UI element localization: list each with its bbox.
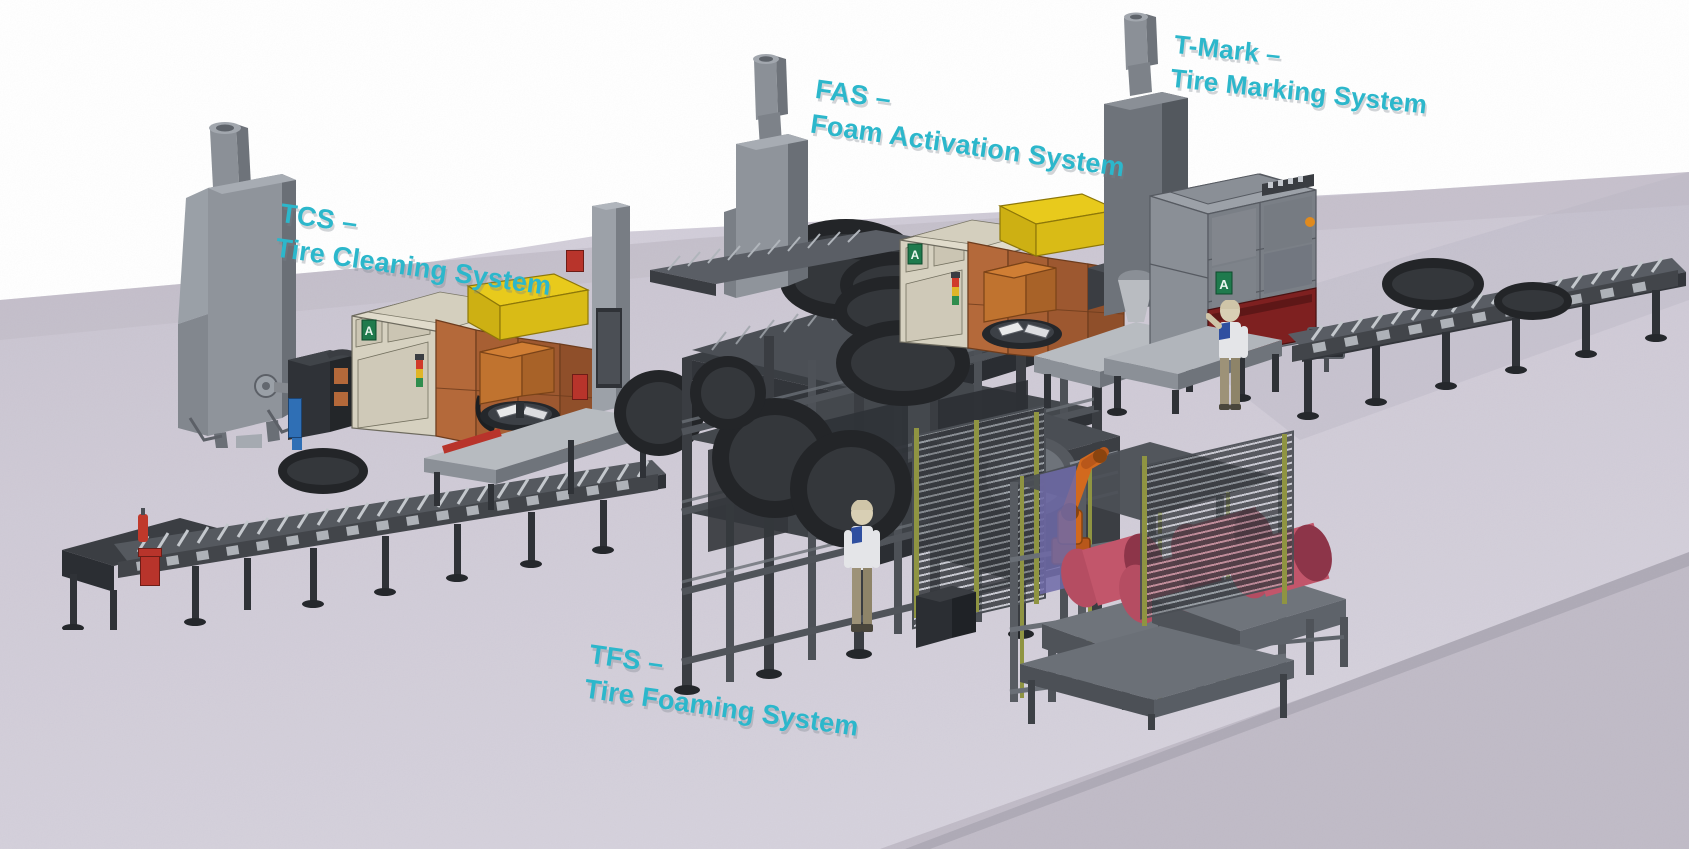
fire-extinguisher [136,508,150,544]
tcs-outfeed-transfer-belt [418,400,688,510]
mesh-post [1282,434,1287,604]
mesh-post [914,428,919,618]
tfs-safety-mesh-right [1140,430,1294,648]
infeed-roller-conveyor [52,440,672,632]
tire-on-infeed [278,448,368,494]
tire-tfs-8 [690,356,766,430]
tcs-column-actuator [566,250,584,272]
tfs-base-platform [1010,620,1300,730]
fas-internal-drum [972,250,1082,360]
worker-tmark [1205,299,1252,410]
svg-text:A: A [1219,277,1229,292]
tfs-safety-mesh-left [912,404,1046,630]
mesh-post [1142,456,1147,626]
tcs-blue-pump [288,398,302,438]
mesh-post [1034,412,1039,604]
tire-on-outfeed-1 [1382,258,1484,310]
mesh-panel [1140,430,1294,620]
worker-tfs [840,499,884,636]
tmark-infeed-conveyor [1098,306,1288,416]
tcs-aux-pump-unit [282,340,372,450]
tfs-control-box [912,582,980,654]
tcs-transfer-actuator [572,374,588,400]
outfeed-roller-conveyor [1282,240,1689,420]
conveyor-drive-motor-cap [138,548,162,557]
svg-text:A: A [911,248,920,262]
conveyor-drive-motor [140,552,160,586]
fas-upper-roller-deck [646,228,946,308]
mesh-post [974,420,979,612]
svg-text:A: A [365,324,374,338]
tire-on-outfeed-2 [1494,282,1572,320]
